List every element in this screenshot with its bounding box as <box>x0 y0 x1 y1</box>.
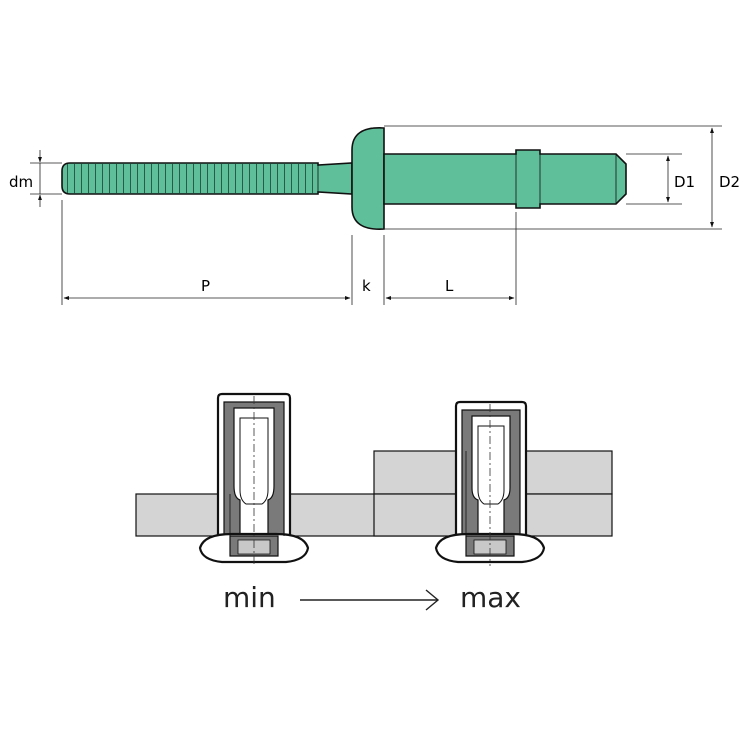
plate-thin-left <box>135 493 231 537</box>
rivet-head <box>351 127 385 230</box>
dim-k-label: k <box>362 277 371 295</box>
label-min: min <box>223 581 276 614</box>
arrow-min-to-max <box>300 589 440 611</box>
plate-thick-bottom <box>373 493 465 537</box>
dim-l-label: L <box>445 277 454 295</box>
dim-p: P <box>63 277 351 300</box>
label-max: max <box>460 581 521 614</box>
dim-d1: D1 <box>666 155 695 203</box>
rivet-min-grip <box>198 392 310 566</box>
dim-d1-label: D1 <box>674 173 695 191</box>
dim-k: k <box>362 277 371 295</box>
dim-d2-label: D2 <box>719 173 740 191</box>
grip-range-illustration: min max <box>135 392 613 614</box>
rivet-side-view: dm D1 D2 P k L <box>9 125 740 305</box>
dim-d2: D2 <box>710 127 740 228</box>
dim-p-label: P <box>201 277 210 295</box>
dim-l: L <box>385 277 515 300</box>
mandrel-grooves <box>66 164 316 193</box>
rivet-max-grip <box>434 400 546 566</box>
dim-dm-label: dm <box>9 173 33 191</box>
rivet-sleeve <box>383 149 627 209</box>
dim-dm: dm <box>9 150 42 207</box>
plate-thick-right-bottom <box>525 493 613 537</box>
plate-thick-right-top <box>525 450 613 495</box>
plate-thick-top <box>373 450 465 495</box>
